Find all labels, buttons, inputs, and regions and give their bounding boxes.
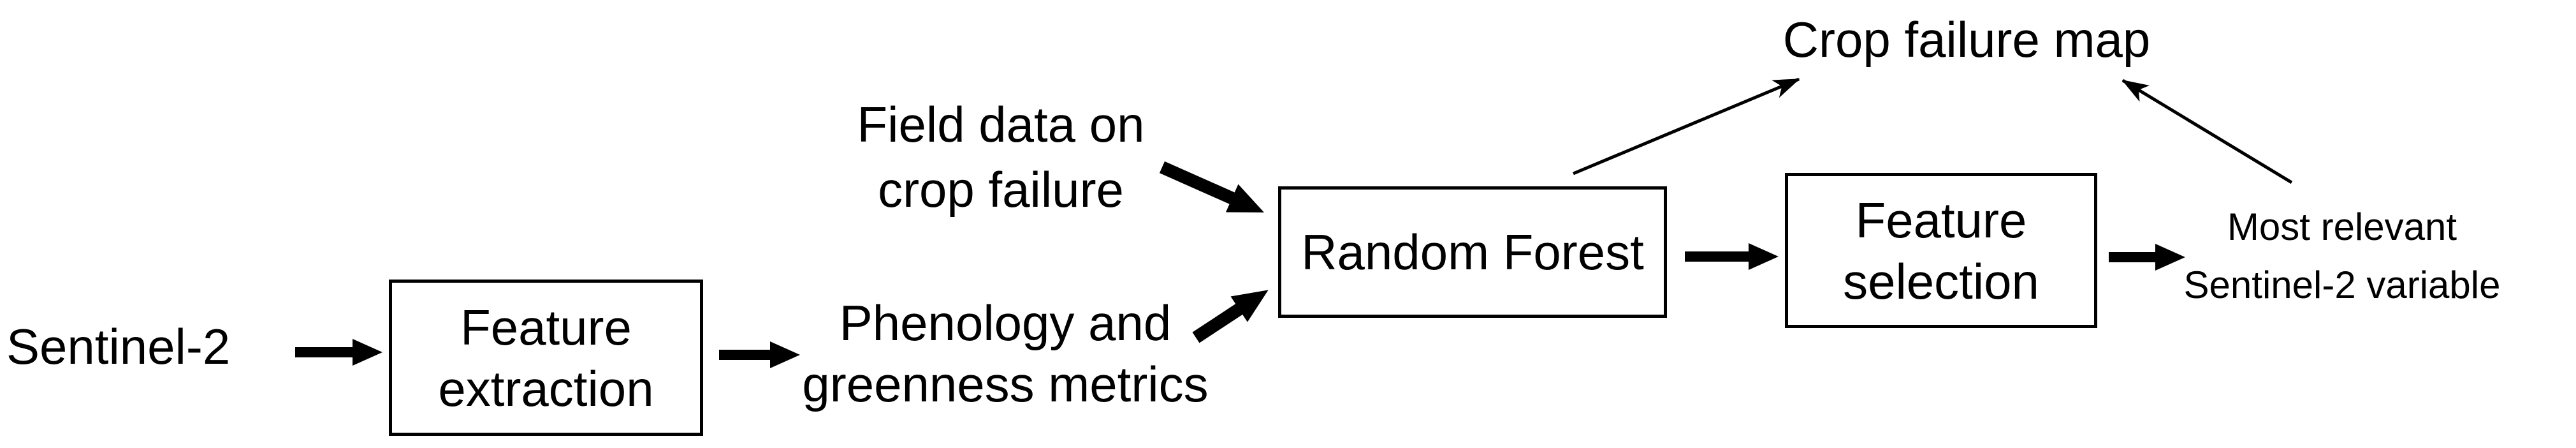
most-relevant-line-1: Most relevant [2227, 205, 2457, 248]
field-data-line-1: Field data on [857, 96, 1145, 153]
arrow-sentinel2-to-feature-extraction [295, 339, 382, 366]
feature-extraction-line-1: Feature [460, 299, 632, 355]
feature-selection-line-1: Feature [1855, 191, 2027, 248]
phenology-line-1: Phenology and [839, 295, 1172, 351]
crop-failure-map-label: Crop failure map [1782, 11, 2151, 68]
arrow-feature-extraction-to-phenology [719, 341, 800, 368]
feature-selection-box: Feature selection [1785, 173, 2097, 328]
field-data-line-2: crop failure [878, 161, 1124, 218]
sentinel2-label: Sentinel-2 [6, 318, 231, 375]
feature-extraction-line-2: extraction [438, 360, 654, 417]
arrow-field-data-to-random-forest [1159, 161, 1264, 213]
random-forest-box: Random Forest [1278, 186, 1667, 318]
phenology-label: Phenology and greenness metrics [802, 292, 1208, 415]
most-relevant-label: Most relevant Sentinel-2 variable [2184, 198, 2501, 314]
arrow-random-forest-to-feature-selection [1685, 243, 1779, 270]
field-data-label: Field data on crop failure [857, 92, 1145, 222]
most-relevant-line-2: Sentinel-2 variable [2183, 264, 2501, 306]
feature-extraction-box: Feature extraction [389, 280, 703, 436]
phenology-line-2: greenness metrics [802, 356, 1209, 412]
random-forest-label: Random Forest [1301, 224, 1644, 280]
arrow-random-forest-to-crop-failure-map [1573, 77, 1800, 175]
feature-selection-line-2: selection [1843, 253, 2039, 310]
arrow-feature-selection-to-most-relevant [2109, 244, 2185, 271]
arrow-most-relevant-to-crop-failure-map [2121, 78, 2293, 184]
